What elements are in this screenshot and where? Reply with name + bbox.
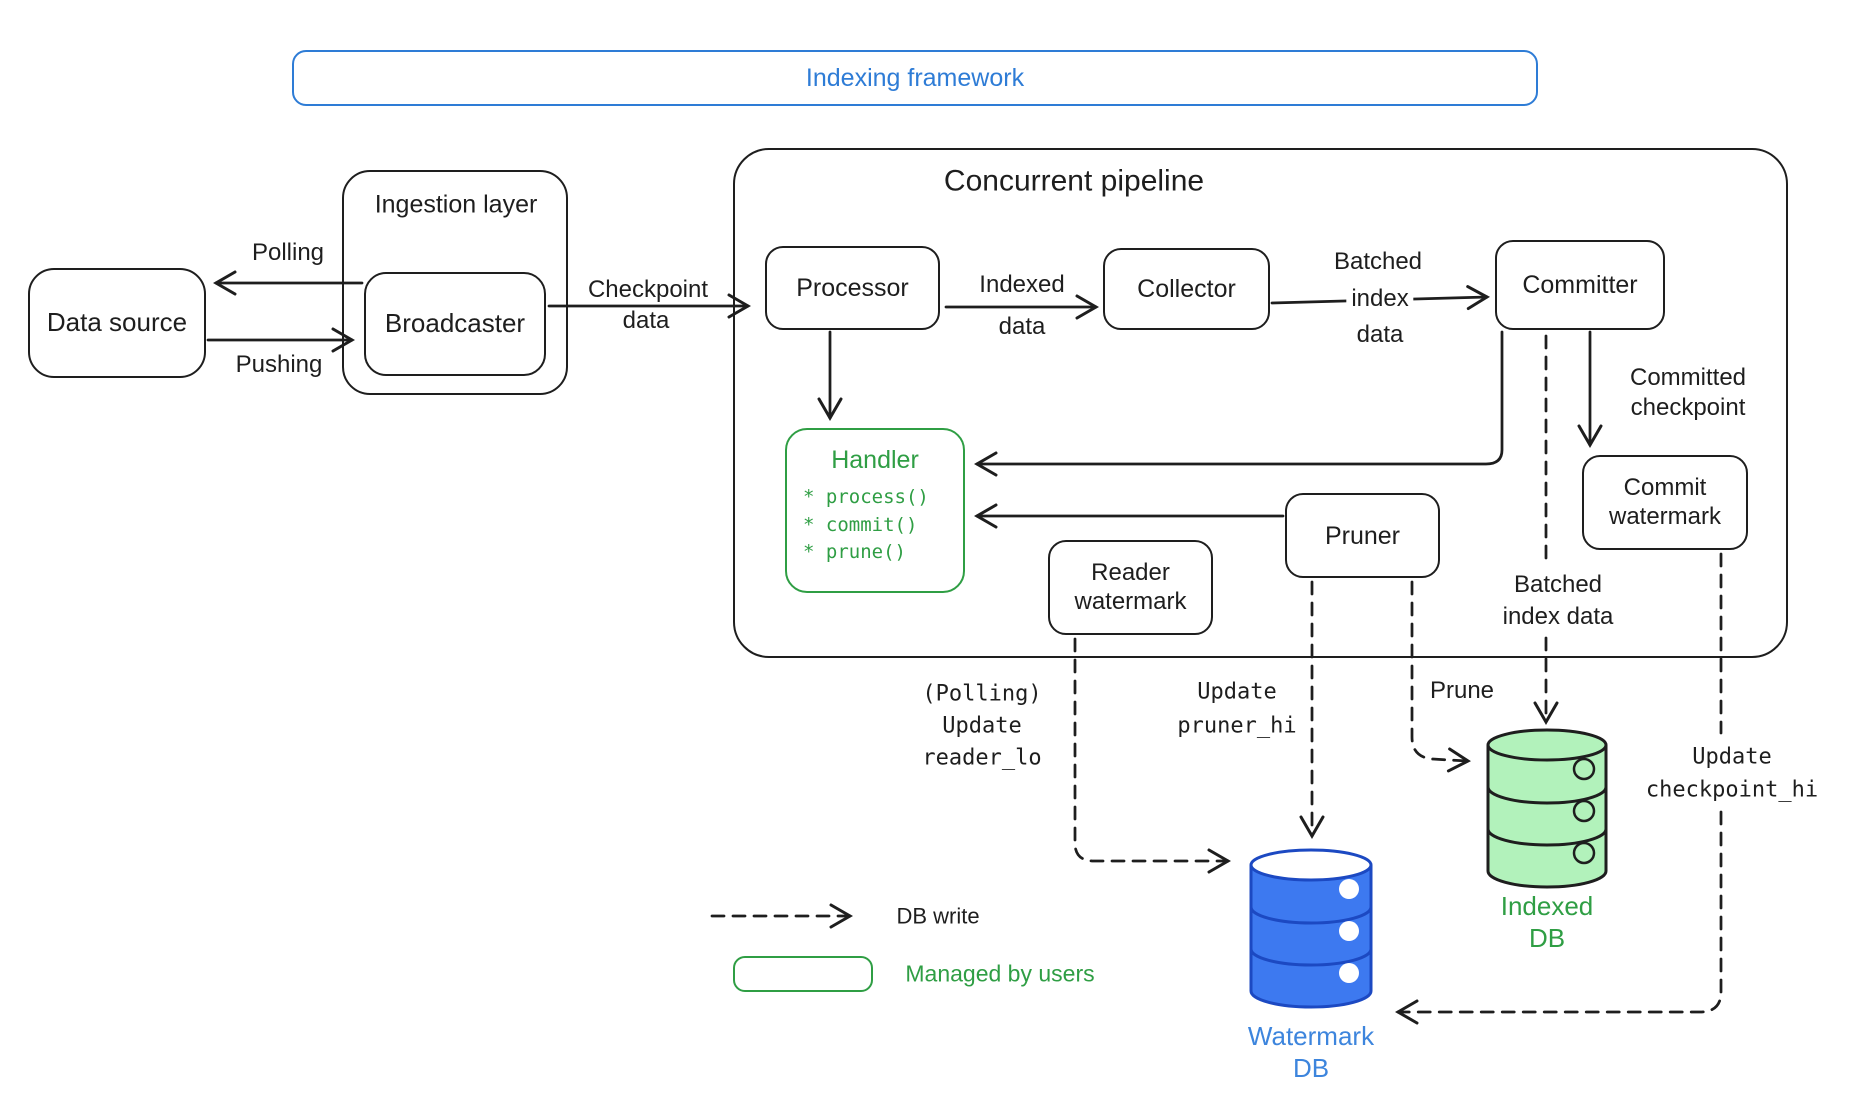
processor-node: Processor [765, 246, 940, 330]
batched-index-label-1: Batched [1333, 248, 1423, 275]
watermark-db-label-2: DB [1292, 1052, 1330, 1083]
batched-index-label-2: index [1346, 284, 1414, 314]
indexed-db-icon [1486, 728, 1608, 889]
watermark-db-icon [1249, 848, 1373, 1009]
committer-label: Committer [1522, 271, 1638, 299]
committed-checkpoint-label-2: checkpoint [1630, 394, 1746, 421]
update-reader-lo-label-1: (Polling) [922, 681, 1042, 707]
legend-managed-by-users-label: Managed by users [905, 960, 1095, 987]
data-source-label: Data source [46, 307, 188, 338]
pruner-node: Pruner [1285, 493, 1440, 578]
batched-index-db-label-2: index data [1502, 603, 1614, 630]
collector-node: Collector [1103, 248, 1270, 330]
broadcaster-label: Broadcaster [384, 308, 526, 339]
update-pruner-hi-label-1: Update [1197, 679, 1277, 705]
committer-node: Committer [1495, 240, 1665, 330]
data-source-node: Data source [28, 268, 206, 378]
commit-watermark-node: Commit watermark [1582, 455, 1748, 550]
pushing-edge-label: Pushing [235, 351, 323, 378]
update-reader-lo-arrow [1073, 637, 1231, 874]
checkpoint-data-label-2: data [622, 307, 670, 334]
indexing-framework-label: Indexing framework [805, 63, 1025, 92]
committed-checkpoint-label-1: Committed [1629, 364, 1747, 391]
reader-watermark-label-1: Reader [1091, 558, 1170, 586]
legend-db-write-label: DB write [896, 903, 980, 929]
committer-to-handler-arrow [974, 330, 1504, 477]
indexing-framework-title: Indexing framework [292, 50, 1538, 106]
handler-methods: * process() * commit() * prune() [803, 486, 929, 564]
checkpoint-data-label-1: Checkpoint [587, 276, 709, 303]
polling-edge-label: Polling [251, 239, 325, 266]
update-checkpoint-hi-label-1: Update [1692, 744, 1772, 770]
handler-label: Handler [831, 446, 919, 474]
indexed-db-label-1: Indexed [1500, 890, 1594, 921]
prune-arrow [1410, 580, 1471, 773]
handler-node: Handler * process() * commit() * prune() [785, 428, 965, 593]
reader-watermark-node: Reader watermark [1048, 540, 1213, 635]
ingestion-layer-label: Ingestion layer [374, 190, 538, 219]
commit-watermark-label-2: watermark [1608, 502, 1722, 530]
update-reader-lo-label-2: Update [942, 713, 1022, 739]
update-checkpoint-hi-arrow [1395, 810, 1723, 1025]
batched-index-db-label-1: Batched [1513, 571, 1603, 598]
collector-label: Collector [1137, 275, 1236, 303]
concurrent-pipeline-label: Concurrent pipeline [943, 164, 1205, 198]
prune-edge-label: Prune [1429, 677, 1495, 704]
indexed-data-label-2: data [998, 313, 1046, 340]
processor-label: Processor [796, 274, 909, 302]
pruner-label: Pruner [1324, 521, 1401, 550]
indexed-db-label-2: DB [1528, 922, 1566, 953]
update-pruner-hi-label-2: pruner_hi [1177, 713, 1297, 739]
update-checkpoint-hi-label-2: checkpoint_hi [1645, 777, 1819, 803]
batched-index-label-3: data [1356, 321, 1404, 348]
commit-watermark-label-1: Commit [1623, 473, 1707, 501]
legend-managed-by-users-box [733, 956, 873, 992]
indexed-data-label-1: Indexed [979, 271, 1065, 298]
reader-watermark-label-2: watermark [1074, 587, 1187, 615]
update-reader-lo-label-3: reader_lo [922, 745, 1042, 771]
watermark-db-label-1: Watermark [1247, 1020, 1375, 1051]
broadcaster-node: Broadcaster [364, 272, 546, 376]
